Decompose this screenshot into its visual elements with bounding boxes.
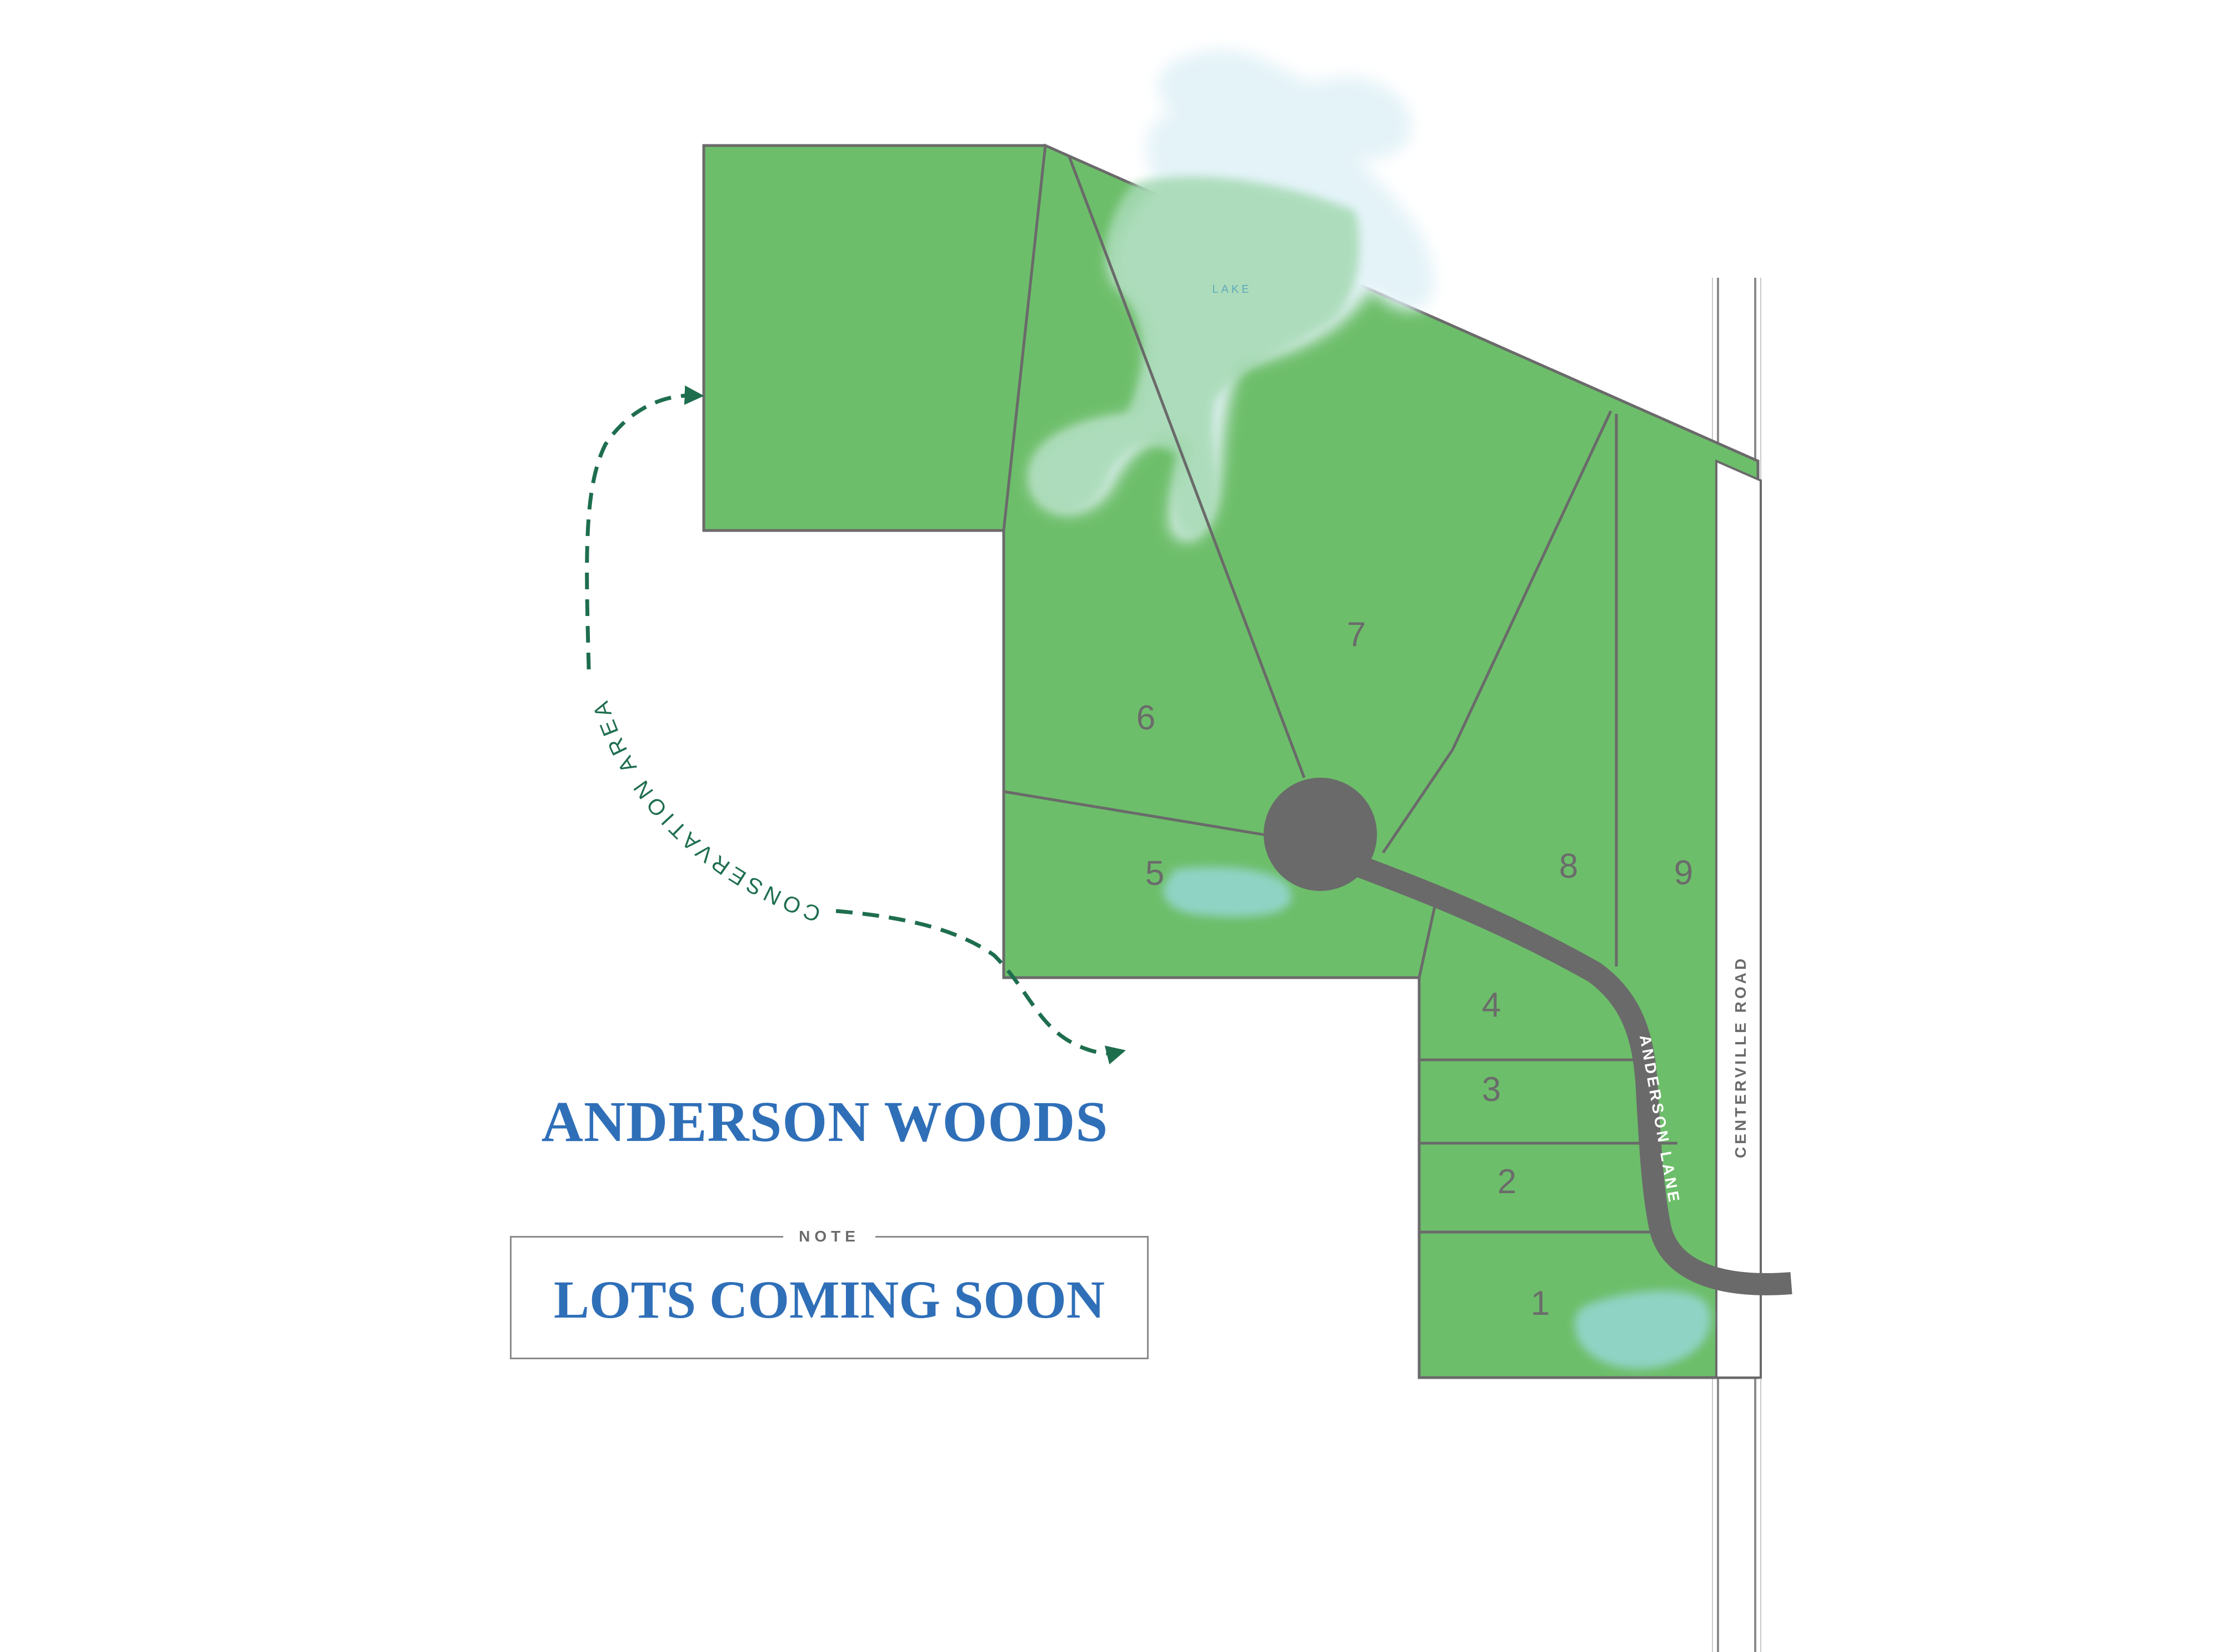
centerville-road-label: CENTERVILLE ROAD <box>1732 956 1749 1158</box>
lot-number-3: 3 <box>1482 1070 1501 1109</box>
lot-number-4: 4 <box>1482 986 1501 1024</box>
map-title: ANDERSON WOODS <box>541 1090 1109 1154</box>
conservation-area-label: CONSERVATION AREA <box>587 694 824 927</box>
lot-numbers: 1 2 3 4 5 6 7 8 9 <box>1136 615 1693 1323</box>
lot-number-8: 8 <box>1559 847 1578 885</box>
lot-number-1: 1 <box>1531 1284 1550 1323</box>
lot-number-7: 7 <box>1347 615 1366 654</box>
lake-label: LAKE <box>1212 283 1251 296</box>
anderson-lane-road <box>1314 840 1792 1295</box>
note-label: NOTE <box>783 1228 875 1245</box>
lot-number-2: 2 <box>1497 1163 1516 1201</box>
lot-number-5: 5 <box>1145 854 1164 893</box>
conservation-arrow-lower <box>835 909 1126 1065</box>
lot-lines <box>1003 156 1677 1234</box>
lot-number-6: 6 <box>1136 699 1155 737</box>
lake-water-on-land <box>1031 177 1360 537</box>
road-right-of-way <box>1715 459 1762 1379</box>
pond-lot-1 <box>1575 1290 1711 1369</box>
cul-de-sac <box>1264 778 1377 891</box>
note-text: LOTS COMING SOON <box>553 1270 1105 1329</box>
conservation-arrow-upper <box>585 385 704 670</box>
note-box: NOTE LOTS COMING SOON <box>510 1228 1149 1359</box>
lot-number-9: 9 <box>1674 854 1693 892</box>
pond-lot-5 <box>1163 867 1292 917</box>
